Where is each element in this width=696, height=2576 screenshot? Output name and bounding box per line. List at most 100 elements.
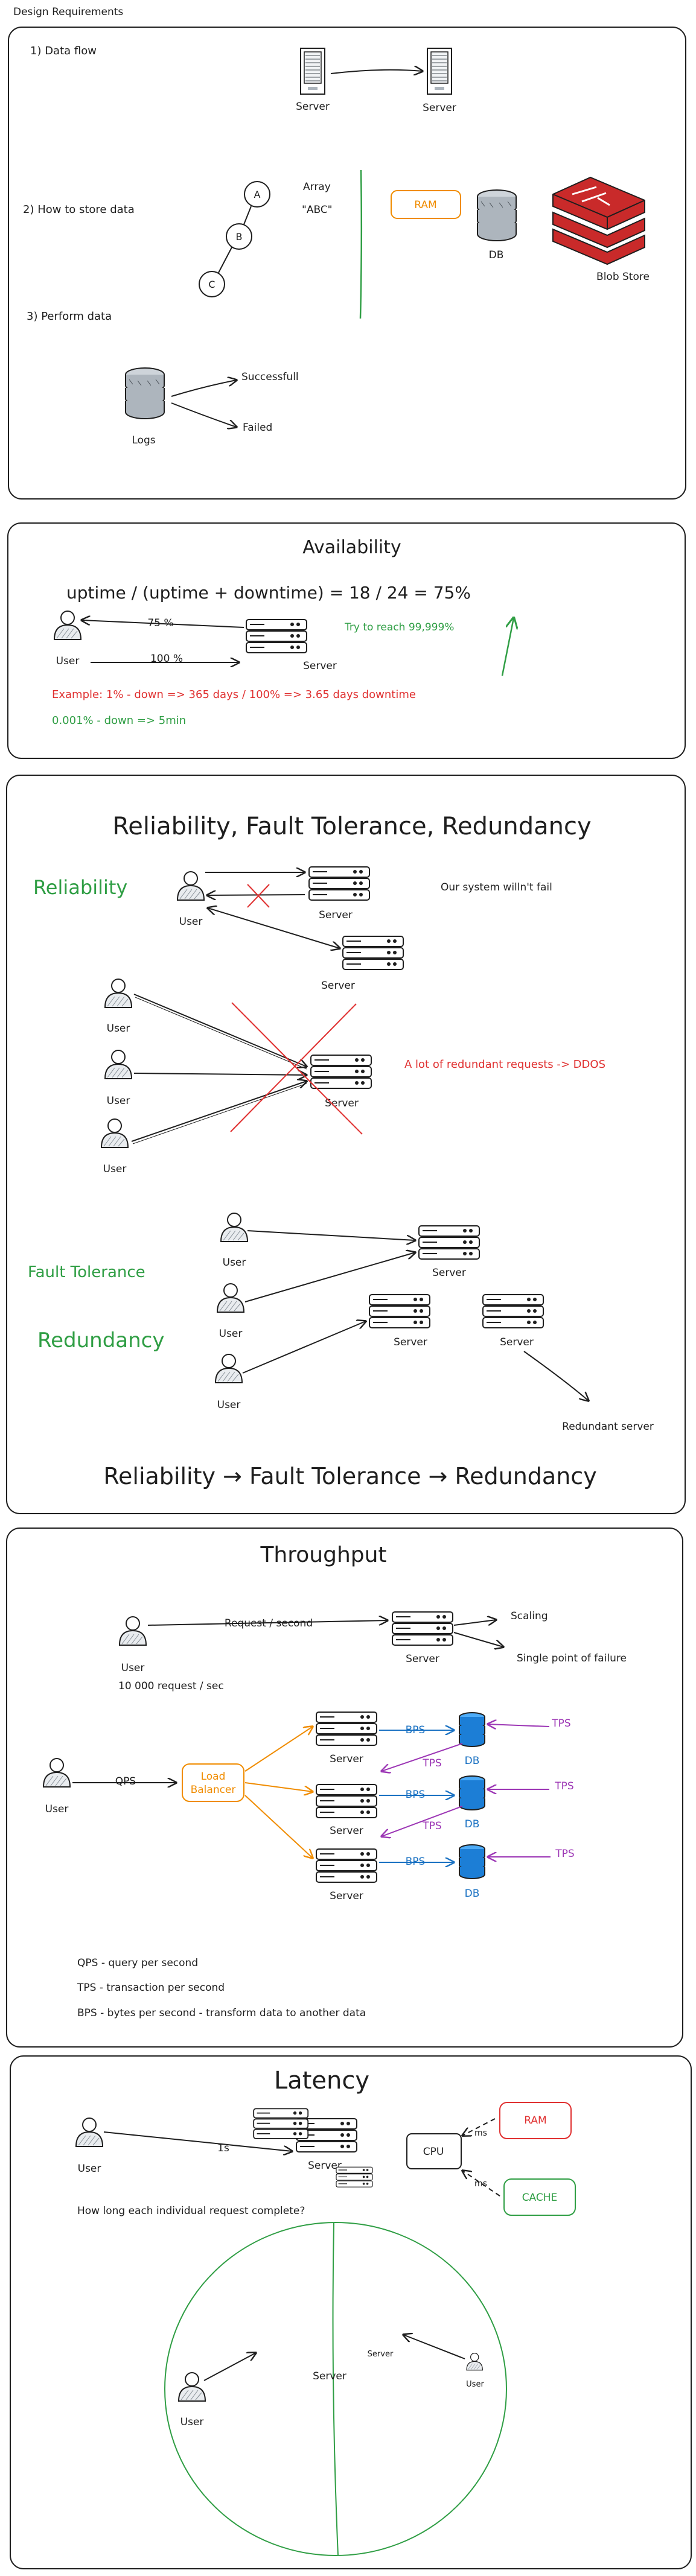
server-icon xyxy=(300,48,325,95)
tps-arrow xyxy=(382,1806,463,1836)
server-label: Server xyxy=(394,1336,427,1348)
server-rack-icon xyxy=(369,1294,430,1328)
server-label: Server xyxy=(406,1653,439,1665)
db-label: DB xyxy=(465,1888,480,1900)
ten-k-text: 10 000 request / sec xyxy=(118,1680,224,1692)
qps-label: QPS xyxy=(115,1775,136,1788)
tree-node-c xyxy=(199,271,225,297)
small-down-text: 0.001% - down => 5min xyxy=(52,714,186,727)
bidirectional-arrow xyxy=(208,908,340,948)
server-label: Server xyxy=(432,1267,466,1279)
redundant-arrow xyxy=(523,1351,589,1401)
tps-label: TPS xyxy=(422,1820,441,1832)
server-label: Server xyxy=(330,1753,363,1765)
db-label: DB xyxy=(465,1755,480,1767)
response-75-arrow xyxy=(81,620,244,628)
user-avatar xyxy=(104,1050,132,1079)
reliability-heading: Reliability xyxy=(33,876,127,899)
user-avatar xyxy=(101,1118,129,1148)
how-store-heading: 2) How to store data xyxy=(23,203,135,216)
server-label: Server xyxy=(330,1890,363,1902)
user-avatar xyxy=(215,1354,243,1383)
user-avatar xyxy=(75,2118,103,2147)
ms-label: ms xyxy=(474,2179,487,2189)
user-label: User xyxy=(107,1095,130,1107)
data-flow-arrow xyxy=(330,70,423,74)
user-label: User xyxy=(180,2416,204,2428)
user-avatar xyxy=(178,2372,206,2402)
pct-100-label: 100 % xyxy=(150,653,183,665)
server-label: Server xyxy=(313,2370,346,2382)
tree-node-b-label: B xyxy=(236,231,243,243)
data-flow-heading: 1) Data flow xyxy=(30,45,97,57)
user-label: User xyxy=(121,1662,145,1674)
tps-label: TPS xyxy=(422,1757,441,1769)
server-rack-icon xyxy=(246,619,307,653)
globe-circle xyxy=(164,2222,507,2556)
wont-fail-text: Our system willn't fail xyxy=(441,881,552,893)
cpu-label: CPU xyxy=(423,2146,444,2158)
section-availability xyxy=(7,522,686,759)
flood-arrow xyxy=(133,994,307,1067)
user-label: User xyxy=(179,916,203,928)
flood-arrow-stroke xyxy=(135,997,307,1070)
user-avatar xyxy=(43,1758,71,1788)
server-label: Server xyxy=(303,660,337,672)
user-avatar xyxy=(104,979,132,1008)
latency-arrow xyxy=(103,2131,292,2151)
lb-arrow xyxy=(244,1795,313,1858)
user-label: User xyxy=(466,2380,484,2389)
server-label: Server xyxy=(319,909,353,921)
server-rack-icon xyxy=(418,1225,480,1260)
section-latency xyxy=(10,2055,692,2569)
scaling-arrow xyxy=(453,1620,496,1626)
user-label: User xyxy=(45,1803,69,1815)
request-arrow xyxy=(247,1230,415,1240)
tps-label: TPS xyxy=(551,1718,570,1730)
tree-node-c-label: C xyxy=(208,279,215,290)
ddos-cross xyxy=(230,1002,363,1135)
spof-label: Single point of failure xyxy=(517,1652,627,1664)
cpu-box xyxy=(406,2133,462,2169)
section-reliability xyxy=(6,775,686,1514)
tps-arrow xyxy=(488,1724,550,1727)
availability-title: Availability xyxy=(302,537,401,558)
ram-access-arrow xyxy=(462,2118,496,2136)
section-throughput xyxy=(6,1528,683,2048)
array-value: "ABC" xyxy=(302,204,333,216)
user-avatar xyxy=(54,611,81,640)
reliability-title: Reliability, Fault Tolerance, Redundancy xyxy=(112,813,591,840)
user-label: User xyxy=(223,1257,246,1269)
redundant-server-label: Redundant server xyxy=(562,1421,654,1433)
user-avatar xyxy=(466,2353,484,2371)
server-rack-icon xyxy=(310,1055,372,1089)
ram-label: RAM xyxy=(414,199,436,211)
tree-node-a-label: A xyxy=(254,189,261,200)
one-second-label: 1s xyxy=(217,2142,229,2154)
tps-arrow xyxy=(382,1743,463,1771)
globe-divider xyxy=(332,2222,339,2556)
logs-label: Logs xyxy=(132,434,155,446)
cache-box xyxy=(503,2178,576,2216)
user-label: User xyxy=(219,1328,243,1340)
server-label: Server xyxy=(321,980,355,992)
user-avatar xyxy=(119,1616,147,1646)
ms-label: ms xyxy=(474,2128,487,2138)
flood-arrow-stroke xyxy=(132,1083,307,1144)
failure-cross xyxy=(247,884,270,908)
redundancy-heading: Redundancy xyxy=(37,1328,164,1353)
db-label: DB xyxy=(465,1818,480,1830)
tps-label: TPS xyxy=(554,1780,573,1792)
divider-line xyxy=(359,170,363,319)
load-balancer-box xyxy=(182,1763,244,1802)
scaling-label: Scaling xyxy=(511,1610,548,1622)
remote-request-arrow xyxy=(403,2335,465,2359)
db-icon xyxy=(459,1712,485,1747)
server-icon xyxy=(427,48,452,95)
growth-arrow xyxy=(501,618,514,676)
ram-box xyxy=(499,2102,572,2139)
throughput-title: Throughput xyxy=(260,1543,386,1567)
ddos-text: A lot of redundant requests -> DDOS xyxy=(404,1058,605,1071)
blob-store-label: Blob Store xyxy=(596,271,650,283)
